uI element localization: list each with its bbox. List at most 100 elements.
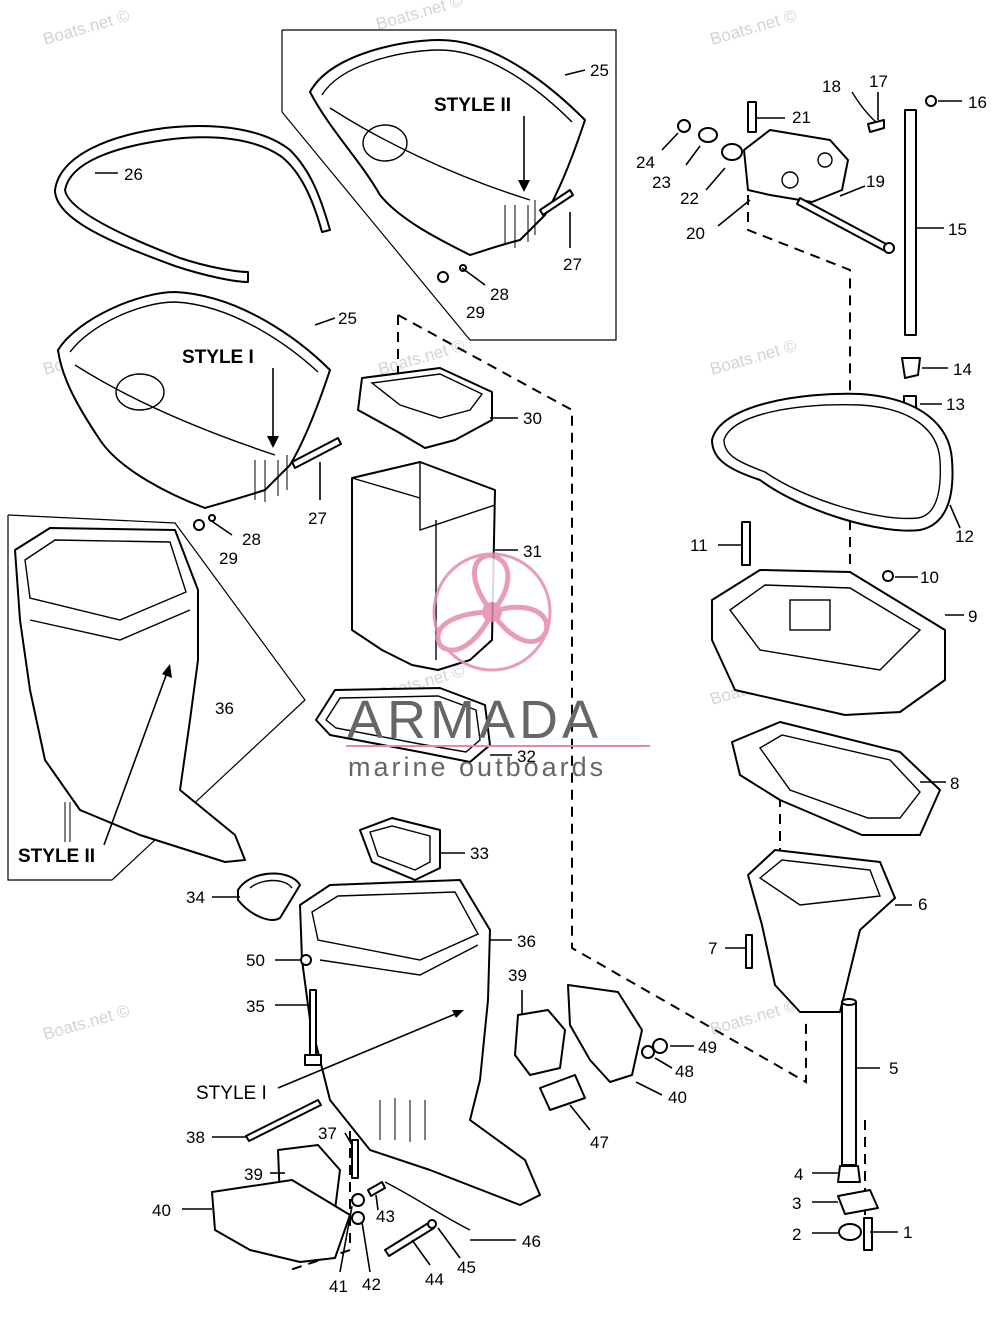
part-label-21: 21: [792, 108, 811, 127]
part-37-stud: [351, 1139, 359, 1179]
part-label-28-style2: 28: [490, 285, 509, 304]
part-label-29-style1: 29: [219, 549, 238, 568]
part-label-10: 10: [920, 568, 939, 587]
part-label-3: 3: [792, 1194, 801, 1213]
watermark-text: Boats.net ©: [374, 0, 465, 34]
part-label-49: 49: [698, 1038, 717, 1057]
part-47-plate: [539, 1074, 586, 1111]
part-2-seal: [838, 1223, 862, 1241]
part-label-16: 16: [968, 93, 987, 112]
part-44-45-bolt: [384, 1219, 437, 1257]
part-label-27-style1: 27: [308, 509, 327, 528]
part-17-18-pin: [851, 91, 885, 133]
watermark-text: Boats.net ©: [41, 1001, 132, 1044]
style2-inset-frame-top: [281, 29, 617, 341]
watermark-text: Boats.net ©: [708, 996, 799, 1039]
part-label-31: 31: [523, 542, 542, 561]
part-number-labels: 1 2 3 4 5 6 7 8 9 10 11 12 13 14 15 16 1…: [124, 61, 987, 1296]
watermark-text: Boats.net ©: [708, 336, 799, 379]
part-label-36-style1: 36: [517, 932, 536, 951]
style2-label-left: STYLE II: [18, 846, 95, 867]
part-label-42: 42: [362, 1275, 381, 1294]
part-label-25-style1: 25: [338, 309, 357, 328]
part-26-seal: [54, 125, 331, 283]
part-label-9: 9: [968, 607, 977, 626]
part-label-50: 50: [246, 951, 265, 970]
part-label-14: 14: [953, 360, 972, 379]
part-label-34: 34: [186, 888, 205, 907]
part-label-27-style2: 27: [563, 255, 582, 274]
part-label-17: 17: [869, 72, 888, 91]
part-25-style2-exhaust-cover: [309, 39, 586, 256]
part-label-29-style2: 29: [466, 303, 485, 322]
part-label-38: 38: [186, 1128, 205, 1147]
watermark-text: Boats.net ©: [708, 6, 799, 49]
part-label-19: 19: [866, 172, 885, 191]
part-label-43: 43: [376, 1207, 395, 1226]
part-9-adapter-plate: [711, 569, 946, 716]
brand-watermark: ARMADA marine outboards: [346, 552, 650, 782]
part-20-bracket: [743, 129, 849, 203]
style1-label-bottom: STYLE I: [196, 1083, 267, 1104]
part-label-11: 11: [690, 536, 708, 555]
part-label-13: 13: [946, 395, 965, 414]
part-22-23-24-washers: [677, 119, 743, 161]
part-8-gasket: [731, 721, 941, 836]
part-label-20: 20: [686, 224, 705, 243]
brand-name: ARMADA: [347, 690, 602, 750]
part-label-25-style2: 25: [590, 61, 609, 80]
part-4-grommet: [837, 1165, 861, 1183]
part-label-47: 47: [590, 1133, 609, 1152]
part-41-42-washers: [351, 1193, 365, 1225]
part-10-nut: [882, 570, 894, 582]
style2-inset-frame-left: [7, 514, 306, 881]
part-34-seal: [237, 872, 301, 921]
part-label-41: 41: [329, 1277, 348, 1296]
part-label-39-right: 39: [508, 966, 527, 985]
part-label-35: 35: [246, 997, 265, 1016]
part-36-style1-driveshaft-housing: [299, 879, 541, 1206]
part-label-24: 24: [636, 153, 655, 172]
style-arrows: [103, 116, 530, 1089]
part-label-2: 2: [792, 1225, 801, 1244]
part-label-37: 37: [318, 1124, 337, 1143]
part-label-8: 8: [950, 774, 959, 793]
part-12-seal: [711, 392, 954, 532]
brand-tagline: marine outboards: [348, 752, 606, 782]
part-label-46: 46: [522, 1232, 541, 1251]
part-label-48: 48: [675, 1062, 694, 1081]
part-label-40-left: 40: [152, 1201, 171, 1220]
leader-lines: [95, 69, 964, 1273]
watermark-text: Boats.net ©: [41, 6, 132, 49]
part-6-driveshaft-bushing-housing: [747, 849, 896, 1013]
part-label-6: 6: [918, 895, 927, 914]
part-label-40-right: 40: [668, 1088, 687, 1107]
part-14-grommet: [901, 357, 921, 379]
part-label-44: 44: [425, 1270, 444, 1289]
part-label-22: 22: [680, 189, 699, 208]
part-label-12: 12: [955, 527, 974, 546]
part-27-28-29-fasteners: [193, 189, 574, 531]
propeller-logo-icon: [432, 552, 552, 672]
style-labels: STYLE II STYLE I STYLE II STYLE I: [18, 95, 511, 1104]
style2-label-top: STYLE II: [434, 95, 511, 116]
part-15-rod: [904, 109, 917, 336]
part-25-style1-exhaust-cover: [57, 291, 331, 509]
part-19-bolt: [796, 197, 895, 254]
part-39-bracket-right: [514, 1009, 566, 1076]
part-label-32: 32: [517, 747, 536, 766]
part-36-style2-driveshaft-housing: [14, 527, 246, 863]
part-46-wire: [384, 1181, 471, 1231]
part-label-1: 1: [903, 1223, 912, 1242]
part-label-18: 18: [822, 77, 841, 96]
part-48-49-nut: [641, 1038, 668, 1059]
part-label-7: 7: [708, 939, 717, 958]
part-label-23: 23: [652, 173, 671, 192]
part-label-39-left: 39: [244, 1165, 263, 1184]
part-label-30: 30: [523, 409, 542, 428]
assembly-dash-lines: [289, 195, 866, 1271]
part-40-cover-left: [211, 1179, 351, 1263]
part-16-nut: [925, 95, 937, 107]
part-label-36-style2: 36: [215, 699, 234, 718]
